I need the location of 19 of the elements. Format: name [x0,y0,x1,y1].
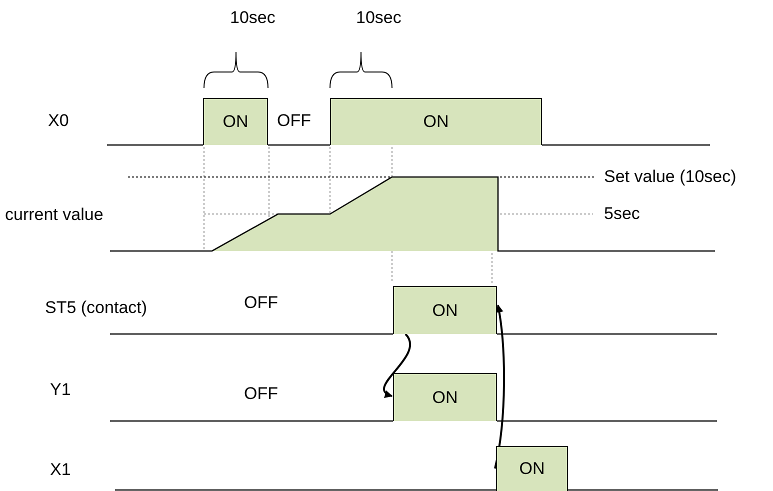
signal-name: current value [5,205,104,225]
duration-label: 10sec [356,8,402,28]
pulse-box: ON [393,286,497,334]
pulse-box: ON [203,98,268,145]
pulse-box: ON [330,98,542,145]
state-label: OFF [277,111,311,131]
signal-name: X1 [50,460,71,480]
pulse-box: ON [496,446,568,491]
state-label: OFF [244,384,278,404]
arrow [383,333,411,397]
signal-name: ST5 (contact) [45,298,148,318]
signal-name: Y1 [50,380,71,400]
duration-label: 10sec [230,8,276,28]
set-value-label: Set value (10sec) [604,167,736,187]
arrow [494,304,505,469]
value-label: 5sec [604,204,640,224]
pulse-box: ON [393,373,497,421]
signal-name: X0 [48,111,69,131]
state-label: OFF [244,293,278,313]
